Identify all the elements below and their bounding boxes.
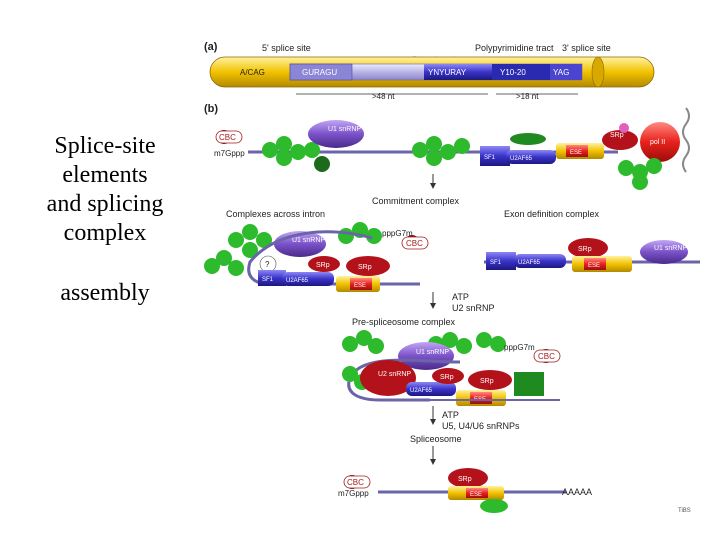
atp-label-1: ATP xyxy=(452,292,469,302)
question-mark: ? xyxy=(265,260,270,269)
complexes-across-intron-label: Complexes across intron xyxy=(226,209,325,219)
branch-point-box xyxy=(424,64,492,80)
pol2-blob xyxy=(640,122,680,162)
figure-credit: TiBS xyxy=(678,508,691,514)
srp-1 xyxy=(602,130,638,150)
u2-snrnp-add-label: U2 snRNP xyxy=(452,303,495,313)
polya-tail: AAAAA xyxy=(562,487,592,497)
u1-label-2: U1 snRNP xyxy=(292,237,325,244)
seq-branch: YNYURAY xyxy=(428,68,467,77)
exon-definition-label: Exon definition complex xyxy=(504,209,600,219)
srp-label-4: SRp xyxy=(578,246,592,253)
row-spliced-mrna: CBC m7Gppp SRp ESE AAAAA xyxy=(338,468,592,513)
slide-title: Splice-site elements and splicing comple… xyxy=(14,132,196,308)
u1-label-4: U1 snRNP xyxy=(416,349,449,356)
panel-a-label: (a) xyxy=(204,41,218,53)
distance-label-2: >18 nt xyxy=(516,92,539,101)
u1-label-1: U1 snRNP xyxy=(328,126,361,133)
u1-snrnp-1 xyxy=(308,120,364,148)
cbc-label: CBC xyxy=(219,133,236,142)
exon2-cap-end xyxy=(591,56,605,88)
five-splice-site-label: 5' splice site xyxy=(262,43,311,53)
seq-ppt: Y10-20 xyxy=(500,68,526,77)
cbc-label-3: CBC xyxy=(538,352,555,361)
three-splice-site-box xyxy=(550,64,582,80)
spliceosome-label: Spliceosome xyxy=(410,434,462,444)
row-across-intron: U1 snRNP pppG7m CBC ? SF1 U2AF65 SRp SRp… xyxy=(204,222,429,292)
srp-label-1: SRp xyxy=(610,132,624,139)
cbc-label-2: CBC xyxy=(406,239,423,248)
cap-rev-label-1: pppG7m xyxy=(382,229,413,238)
sf1-label-2: SF1 xyxy=(262,277,274,283)
ese-1 xyxy=(566,145,588,157)
cap-label-2: m7Gppp xyxy=(338,489,369,498)
prespliceosome-label: Pre-spliceosome complex xyxy=(352,317,456,327)
u2af-label-1: U2AF65 xyxy=(510,156,533,162)
title-line-1: Splice-site xyxy=(54,133,156,159)
u2-snrnp xyxy=(360,360,416,396)
u1-label-3: U1 snRNP xyxy=(654,245,687,252)
u2af-label-3: U2AF65 xyxy=(518,260,541,266)
srp-label-5: SRp xyxy=(440,374,454,381)
ese-label-5: ESE xyxy=(470,492,482,498)
ese-label-3: ESE xyxy=(588,263,600,269)
u2-label: U2 snRNP xyxy=(378,371,411,378)
row-commitment: CBC m7Gppp U1 snRNP SF1 U2AF65 ESE SRp p… xyxy=(214,107,690,190)
commitment-complex-label: Commitment complex xyxy=(372,196,460,206)
sf1-label-3: SF1 xyxy=(490,260,502,266)
row-prespliceosome: U1 snRNP pppG7m CBC U2 snRNP U2AF65 SRp … xyxy=(342,330,561,406)
three-splice-site-label: 3' splice site xyxy=(562,43,611,53)
u5-u4u6-label: U5, U4/U6 snRNPs xyxy=(442,421,520,431)
ese-label-2: ESE xyxy=(354,283,366,289)
sr-ellipse-1 xyxy=(510,133,546,145)
panel-a: (a) 5' splice site Polypyrimidine tract … xyxy=(204,41,655,101)
sf1-label-1: SF1 xyxy=(484,155,496,161)
five-splice-site-box xyxy=(289,63,353,81)
cbc-pill xyxy=(215,130,243,144)
cap-rev-label-2: pppG7m xyxy=(504,343,535,352)
seq-exon1: A/CAG xyxy=(240,68,265,77)
u2af-label-4: U2AF65 xyxy=(410,388,433,394)
cbc-label-4: CBC xyxy=(347,478,364,487)
panel-b-label: (b) xyxy=(204,103,218,115)
pol2-label: pol II xyxy=(650,139,665,146)
dna-squiggle xyxy=(682,107,690,173)
title-line-2: elements xyxy=(62,162,148,188)
distance-label-1: >48 nt xyxy=(372,92,395,101)
sf1-box-1 xyxy=(480,146,510,166)
title-line-5: assembly xyxy=(60,280,150,306)
u2af-label-2: U2AF65 xyxy=(286,278,309,284)
srp-label-7: SRp xyxy=(458,476,472,483)
seq-3ss: YAG xyxy=(553,68,569,77)
row-exon-definition: SF1 U2AF65 SRp ESE U1 snRNP xyxy=(484,238,700,272)
srp-label-6: SRp xyxy=(480,378,494,385)
srp-label-2: SRp xyxy=(316,262,330,269)
seq-5ss: GURAGU xyxy=(302,68,337,77)
u2af-box-1 xyxy=(506,150,556,164)
atp-label-2: ATP xyxy=(442,410,459,420)
polypyrimidine-label: Polypyrimidine tract xyxy=(475,43,554,53)
srp-label-3: SRp xyxy=(358,264,372,271)
polypyrimidine-box xyxy=(492,64,550,80)
ese-label-1: ESE xyxy=(570,150,582,156)
panel-b: (b) CBC m7Gppp U1 snRNP SF1 U2AF65 ESE S… xyxy=(204,103,700,514)
cap-label: m7Gppp xyxy=(214,149,245,158)
title-line-4: complex xyxy=(63,220,147,246)
title-line-3: and splicing xyxy=(46,191,164,217)
